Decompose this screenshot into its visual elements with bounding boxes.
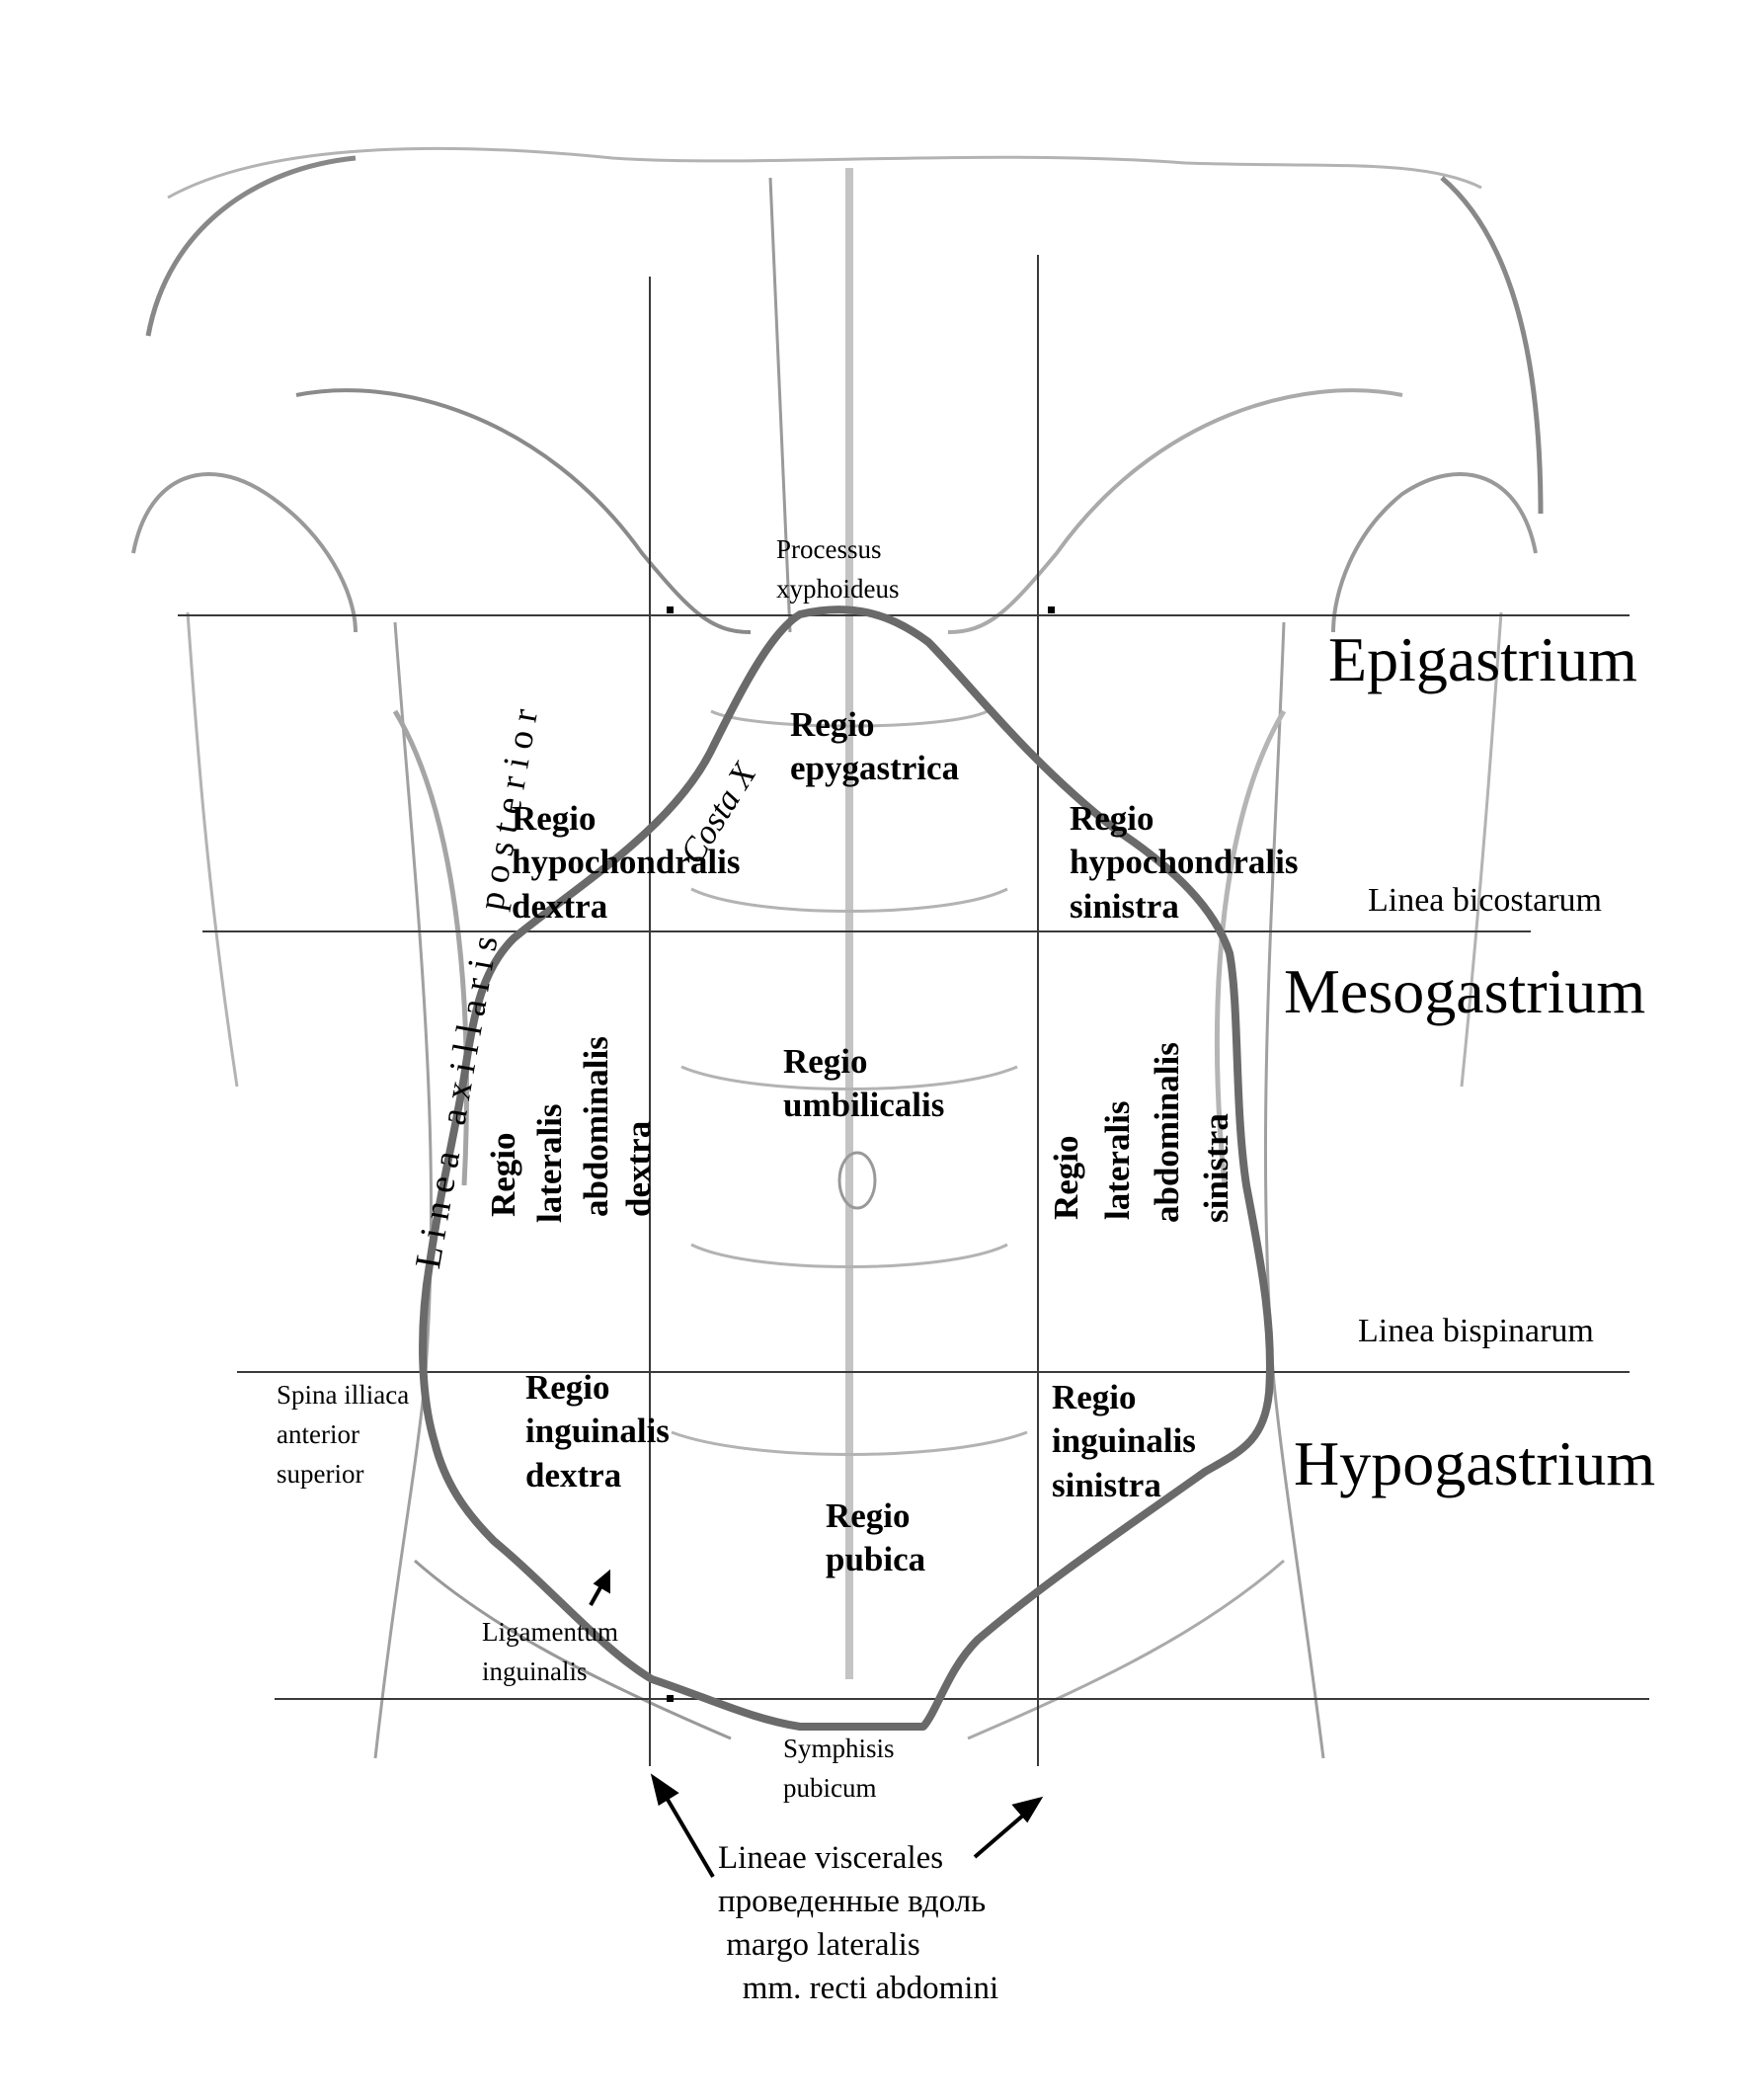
zone-label-epigastrium: Epigastrium: [1328, 624, 1637, 694]
abdominal-outline: [419, 606, 1274, 1731]
regio-lateralis-sinistra-word-1: Regio: [1047, 1135, 1085, 1220]
torso-sketch: [131, 146, 1544, 1759]
linea-bicostarum-label: Linea bicostarum: [1368, 882, 1602, 919]
regio-hypochondralis-dextra-label: Regio hypochondralis dextra: [512, 799, 741, 926]
symphisis-pubicum-label: Symphisis pubicum: [783, 1734, 895, 1803]
regio-inguinalis-dextra-label: Regio inguinalis dextra: [525, 1368, 670, 1494]
visceral-arrow-left: [662, 1791, 715, 1879]
division-lines: [178, 255, 1649, 1766]
line-markers: [667, 606, 1055, 1702]
regio-lateralis-dextra-word-3: abdominalis: [577, 1036, 615, 1217]
regio-lateralis-sinistra-word-3: abdominalis: [1148, 1042, 1186, 1223]
regio-umbilicalis-label: Regio umbilicalis: [783, 1042, 945, 1125]
zone-label-mesogastrium: Mesogastrium: [1284, 956, 1646, 1026]
regio-lateralis-dextra-word-1: Regio: [484, 1132, 522, 1217]
regio-lateralis-dextra-word-4: dextra: [619, 1120, 658, 1217]
lineae-viscerales-note: Lineae viscerales проведенные вдоль marg…: [718, 1840, 999, 2006]
regio-lateralis-dextra-word-2: lateralis: [530, 1103, 569, 1223]
regio-lateralis-sinistra-word-2: lateralis: [1098, 1100, 1137, 1220]
regio-pubica-label: Regio pubica: [826, 1496, 926, 1579]
regio-inguinalis-sinistra-label: Regio inguinalis sinistra: [1052, 1378, 1196, 1504]
zone-label-hypogastrium: Hypogastrium: [1294, 1428, 1656, 1498]
regio-lateralis-sinistra-word-4: sinistra: [1197, 1113, 1235, 1223]
ligamentum-inguinalis-label: Ligamentum inguinalis: [482, 1617, 618, 1686]
regio-epygastrica-label: Regio epygastrica: [790, 705, 960, 788]
regio-hypochondralis-sinistra-label: Regio hypochondralis sinistra: [1070, 799, 1299, 926]
linea-bispinarum-label: Linea bispinarum: [1358, 1313, 1594, 1349]
arrows: [589, 1569, 1044, 1879]
processus-xyphoideus-label: Processus xyphoideus: [776, 534, 900, 604]
spina-illiaca-label: Spina illiaca anterior superior: [277, 1380, 410, 1489]
